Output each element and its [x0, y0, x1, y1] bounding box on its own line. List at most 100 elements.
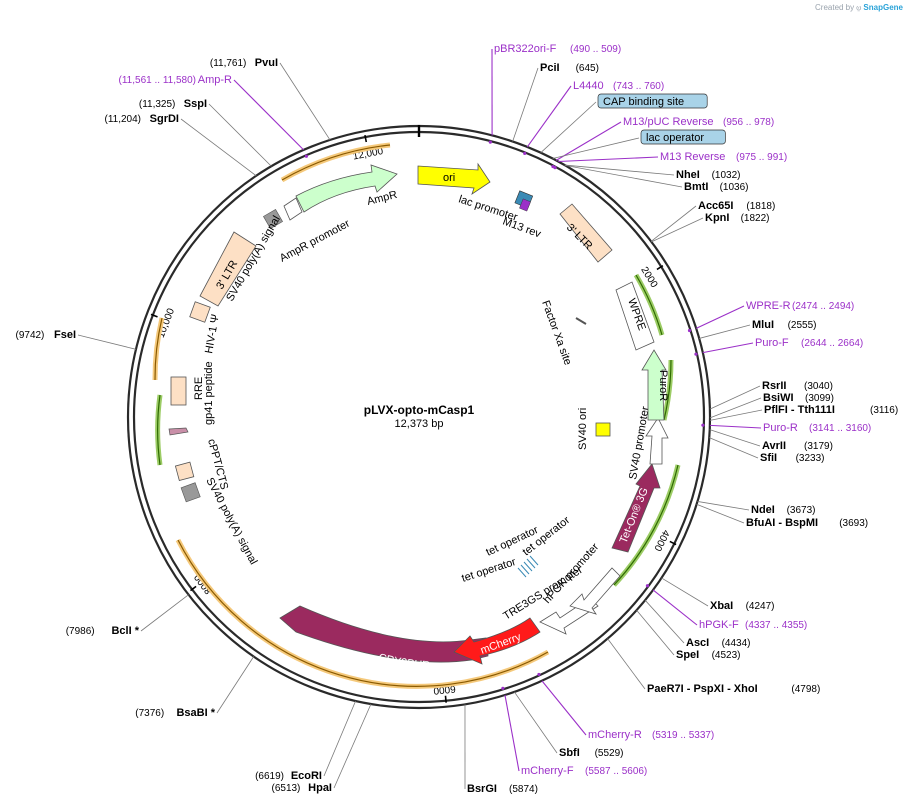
site-name-38: BclI *: [111, 625, 139, 637]
leader-line-32: [514, 691, 558, 754]
leader-line-16: [699, 324, 751, 339]
gp41-box: [168, 427, 189, 436]
site-pos-4: (490 .. 509): [570, 44, 621, 55]
site-name-37: BsaBI *: [176, 707, 215, 719]
site-box-7: [597, 93, 708, 109]
site-pos-15: (2474 .. 2494): [792, 301, 854, 312]
leader-line-35: [333, 703, 372, 789]
tick-6: [364, 134, 368, 143]
leader-line-3: [180, 118, 257, 177]
site-name-28: AscI: [686, 637, 709, 649]
site-pos-34: (5874): [509, 784, 538, 795]
primer-mark-10: [553, 166, 557, 170]
site-name-13: Acc65I: [698, 200, 733, 212]
leader-line-5: [512, 67, 539, 142]
leader-line-28: [644, 599, 685, 644]
site-pos-25: (3693): [839, 518, 868, 529]
site-name-35: HpaI: [308, 782, 332, 794]
ampr-promoter-arrow: [283, 197, 303, 221]
site-name-2: SspI: [184, 98, 207, 110]
site-box-label-7: CAP binding site: [603, 96, 684, 108]
site-pos-24: (3673): [787, 505, 816, 516]
site-name-16: MluI: [752, 319, 774, 331]
site-name-11: NheI: [676, 169, 700, 181]
leader-line-10: [558, 156, 659, 163]
site-pos-26: (4247): [746, 601, 775, 612]
site-pos-12: (1036): [720, 182, 749, 193]
primer-mark-15: [687, 328, 692, 333]
tick-3: [444, 695, 447, 703]
site-box-9: [640, 129, 726, 145]
site-name-4: pBR322ori-F: [494, 43, 557, 55]
leader-line-25: [696, 503, 745, 524]
site-pos-1: (11,561 .. 11,580): [119, 75, 196, 86]
sv40-ori-label: SV40 ori: [577, 408, 589, 450]
primer-mark-27: [645, 584, 650, 588]
leader-line-12: [565, 164, 683, 188]
puror-arrow: [641, 349, 667, 421]
site-name-36: EcoRI: [291, 770, 322, 782]
site-pos-16: (2555): [788, 320, 817, 331]
site-name-1: Amp-R: [198, 74, 232, 86]
site-name-32: SbfI: [559, 747, 580, 759]
backbone: [126, 124, 712, 710]
leader-line-11: [564, 164, 675, 176]
leader-line-1: [233, 79, 304, 151]
site-pos-38: (7986): [66, 626, 95, 637]
site-pos-31: (5319 .. 5337): [652, 730, 714, 741]
leader-line-6: [526, 85, 572, 148]
site-pos-18: (3040): [804, 381, 833, 392]
primer-mark-17: [694, 352, 698, 356]
tet-operator-1-label: tet operator: [460, 556, 518, 585]
site-pos-5: (645): [576, 63, 599, 74]
rre-box: [170, 376, 187, 406]
watermark-brand: SnapGene: [863, 3, 903, 12]
rre-label: RRE: [193, 377, 205, 400]
site-box-label-9: lac operator: [646, 132, 704, 144]
site-pos-29: (4523): [712, 650, 741, 661]
site-pos-30: (4798): [791, 684, 820, 695]
gp41-label: gp41 peptide: [203, 361, 215, 425]
m13-rev-box: [519, 198, 531, 212]
site-name-23: SfiI: [760, 452, 777, 464]
site-name-33: mCherry-F: [521, 765, 574, 777]
site-pos-32: (5529): [595, 748, 624, 759]
site-pos-35: (6513): [271, 783, 300, 794]
site-pos-13: (1818): [746, 201, 775, 212]
leader-line-2: [208, 103, 272, 167]
leader-line-39: [77, 334, 137, 350]
factor-xa-mark: [575, 317, 587, 325]
leader-line-7: [540, 101, 597, 153]
factor-xa-label: Factor Xa site: [539, 299, 573, 367]
ampr-label: AmpR: [366, 189, 399, 208]
site-pos-19: (3099): [805, 393, 834, 404]
leader-line-26: [661, 577, 709, 607]
site-pos-0: (11,761): [210, 58, 247, 69]
leader-line-21: [709, 424, 762, 429]
site-name-31: mCherry-R: [588, 729, 642, 741]
site-pos-23: (3233): [796, 453, 825, 464]
site-name-10: M13 Reverse: [660, 151, 725, 163]
site-name-39: FseI: [54, 329, 76, 341]
site-name-21: Puro-R: [763, 422, 798, 434]
site-pos-37: (7376): [135, 708, 164, 719]
site-name-24: NdeI: [751, 504, 775, 516]
ori-label: ori: [443, 172, 455, 184]
site-name-26: XbaI: [710, 600, 733, 612]
site-name-3: SgrDI: [150, 113, 179, 125]
plasmid-name: pLVX-opto-mCasp1: [364, 403, 475, 417]
site-name-17: Puro-F: [755, 337, 789, 349]
wpre-box: [615, 281, 655, 351]
leader-line-24: [697, 501, 750, 511]
leader-line-27: [652, 589, 698, 626]
site-leader-lines: [77, 48, 763, 790]
tick-2: [669, 540, 677, 546]
hiv-psi-box: [189, 301, 211, 323]
teton-arrow: [611, 463, 661, 553]
tet-operator-stripes: [517, 555, 539, 578]
primer-mark-6: [523, 151, 527, 156]
site-name-18: RsrII: [762, 380, 786, 392]
mcherry-arrow: [453, 617, 541, 665]
leader-line-18: [709, 385, 761, 410]
